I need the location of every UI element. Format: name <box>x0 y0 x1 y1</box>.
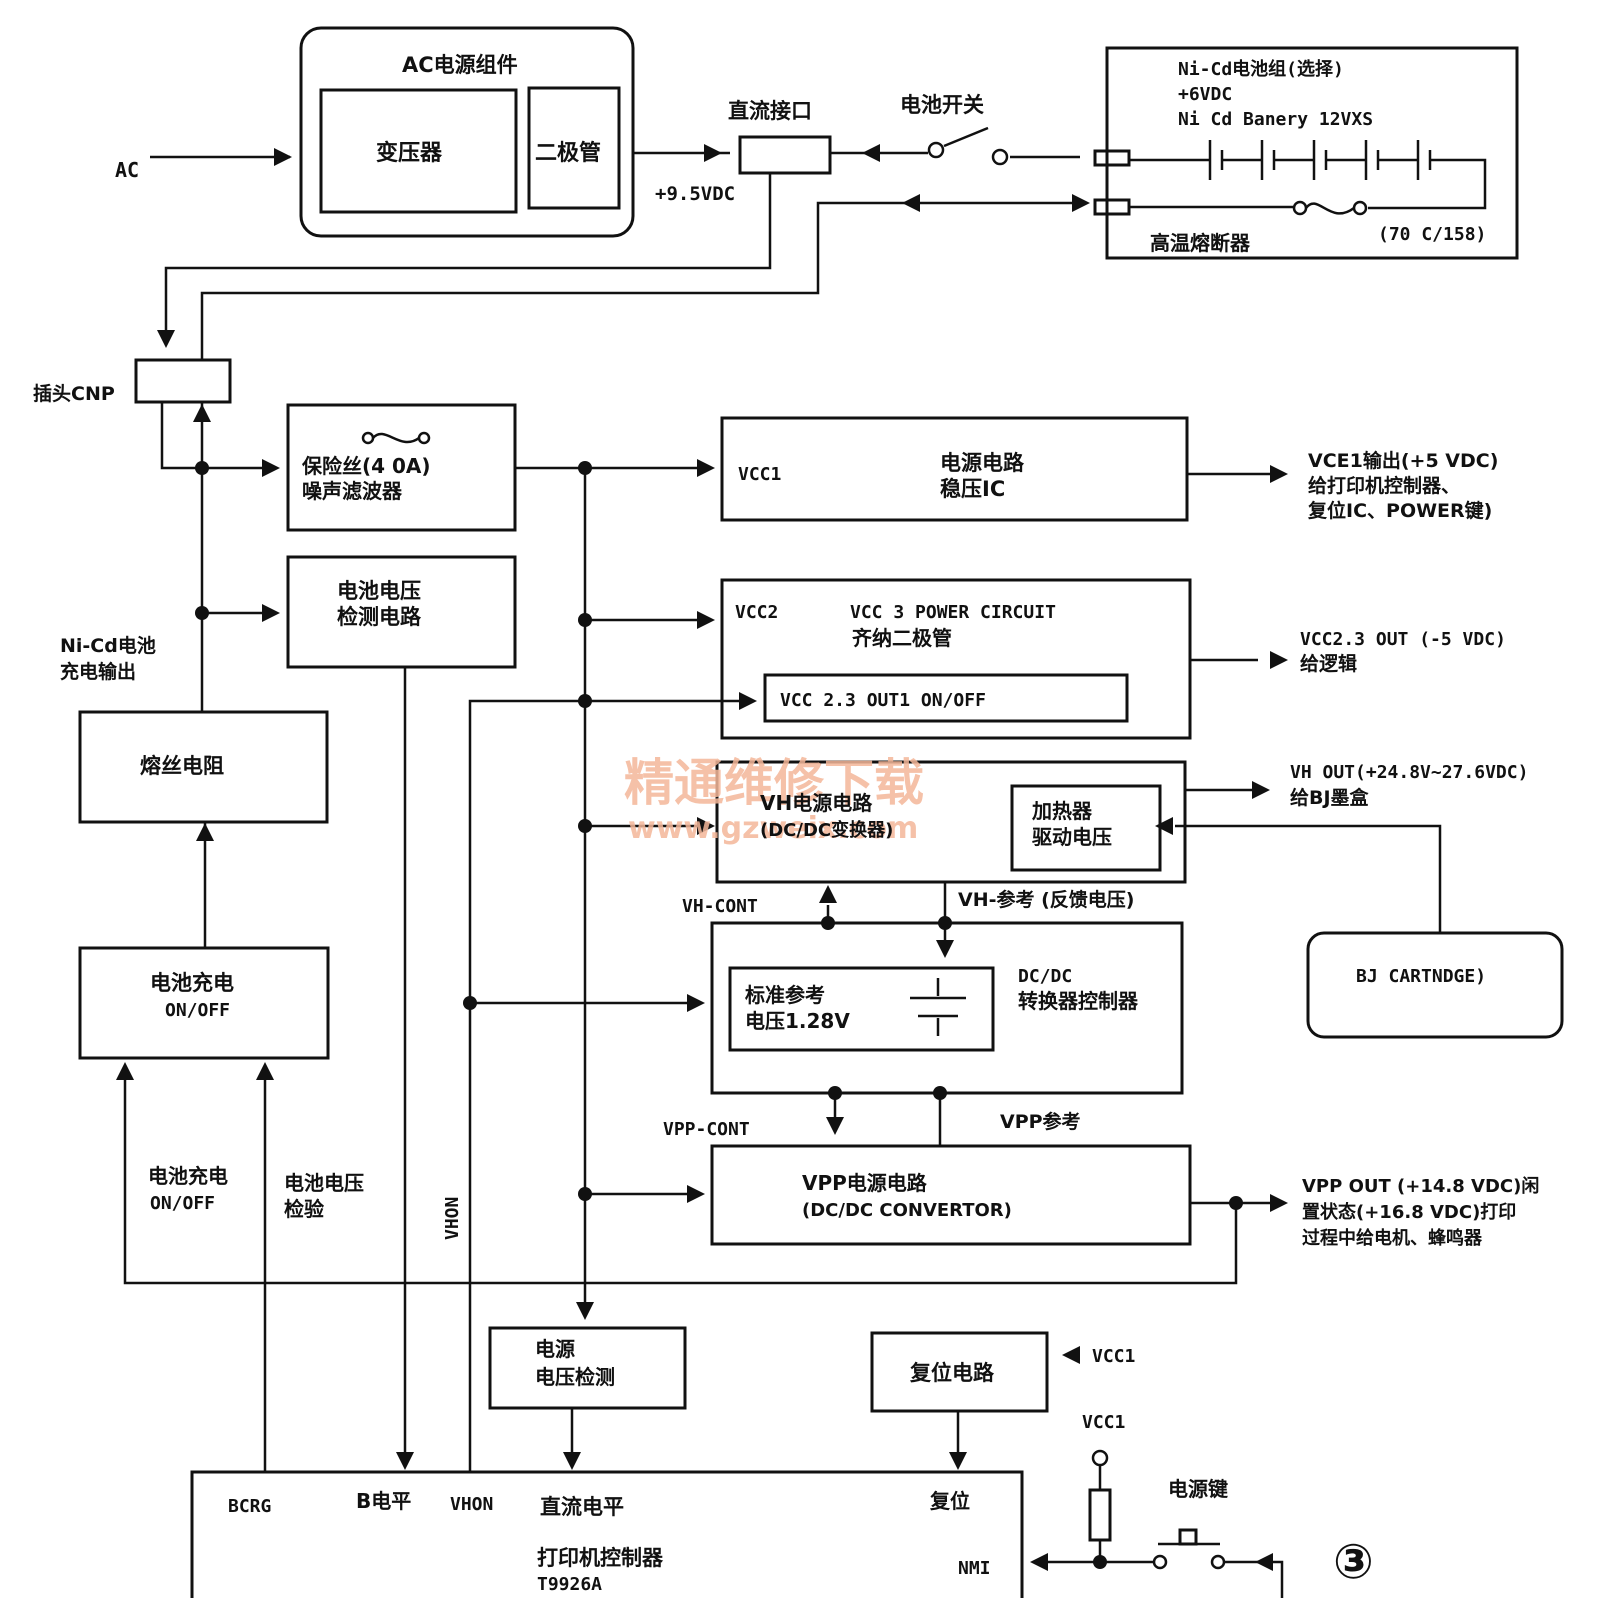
fuse-resistor-box <box>78 710 329 824</box>
vcc1-tag: VCC1 <box>738 464 781 485</box>
pin-vhon: VHON <box>450 1494 493 1515</box>
watermark-url: www.gzweix.com <box>628 811 918 846</box>
fuse-temp-label: (70 C/158) <box>1378 224 1486 245</box>
charge-signal-line2: ON/OFF <box>150 1193 215 1214</box>
dcdc-ctrl-line2: 转换器控制器 <box>1018 989 1139 1013</box>
vh-ref-label: VH-参考 (反馈电压) <box>958 888 1134 911</box>
power-detect-line2: 电压检测 <box>535 1365 615 1389</box>
charge-box-line1: 电池充电 <box>150 971 234 995</box>
ac-input-label: AC <box>115 158 139 182</box>
vh-psu-box <box>715 760 1187 884</box>
dc-jack-label: 直流接口 <box>728 99 812 123</box>
vcc1-reset-label: VCC1 <box>1092 1346 1135 1367</box>
v95-label: +9.5VDC <box>655 183 735 205</box>
heater-line2: 驱动电压 <box>1032 825 1112 849</box>
pin-bcrg: BCRG <box>228 1496 271 1517</box>
wiring <box>123 126 1487 1598</box>
fuse-resistor-label: 熔丝电阻 <box>140 754 224 778</box>
vcc3-line1: VCC 3 POWER CIRCUIT <box>850 602 1056 623</box>
nicd-battery-box <box>1105 46 1519 260</box>
vpp-ref-label: VPP参考 <box>1000 1110 1081 1133</box>
vhon-wire-label: VHON <box>442 1197 463 1240</box>
battery-detect-line1: 电池电压 <box>337 579 421 603</box>
vh-psu-line2: (DC/DC变换器) <box>760 819 893 841</box>
ac-power-unit-box <box>299 26 635 238</box>
vh-cont-label: VH-CONT <box>682 896 758 917</box>
thermal-fuse-label: 高温熔断器 <box>1150 231 1251 255</box>
nicd-charge-line2: 充电输出 <box>60 660 136 683</box>
power-key-label: 电源键 <box>1168 1477 1228 1501</box>
vcc23-onoff-label: VCC 2.3 OUT1 ON/OFF <box>780 690 986 711</box>
vce1-out-line2: 给打印机控制器、 <box>1308 474 1460 497</box>
heater-line1: 加热器 <box>1031 799 1093 823</box>
vh-psu-line1: VH电源电路 <box>760 791 873 815</box>
dcdc-ctrl-line1: DC/DC <box>1018 966 1072 987</box>
vpp-out-line2: 置状态(+16.8 VDC)打印 <box>1302 1201 1516 1223</box>
power-detect-box <box>488 1326 687 1410</box>
vcc23-out-line1: VCC2.3 OUT (-5 VDC) <box>1300 629 1506 650</box>
psu-regulator-box <box>720 416 1189 522</box>
nicd-charge-line1: Ni-Cd电池 <box>60 634 156 657</box>
bj-cartridge-box <box>1306 931 1564 1039</box>
vh-out-line1: VH OUT(+24.8V~27.6VDC) <box>1290 762 1528 783</box>
power-detect-line1: 电源 <box>535 1337 575 1361</box>
vpp-psu-line1: VPP电源电路 <box>802 1171 928 1195</box>
psu-label-2: 稳压IC <box>940 477 1005 501</box>
nicd-pack-line1: Ni-Cd电池组(选择) <box>1178 58 1344 80</box>
voltage-check-line1: 电池电压 <box>284 1171 364 1195</box>
pin-dc-level: 直流电平 <box>540 1495 624 1519</box>
arrowheads <box>116 144 1288 1571</box>
ac-unit-title: AC电源组件 <box>402 53 518 77</box>
charge-signal-line1: 电池充电 <box>148 1164 228 1188</box>
charge-box-line2: ON/OFF <box>165 1000 230 1021</box>
vpp-psu-box <box>710 1144 1192 1246</box>
std-ref-line2: 电压1.28V <box>745 1009 850 1033</box>
vcc3-line2: 齐纳二极管 <box>852 626 952 650</box>
vcc23-onoff-box <box>763 673 1129 723</box>
diode-box <box>527 86 621 210</box>
transformer-box <box>319 88 518 214</box>
junction-dots <box>195 141 1243 1569</box>
battery-detect-line2: 检测电路 <box>337 605 422 629</box>
transformer-label: 变压器 <box>376 140 443 166</box>
vh-out-line2: 给BJ墨盒 <box>1290 786 1370 809</box>
vpp-psu-line2: (DC/DC CONVERTOR) <box>802 1200 1012 1221</box>
pin-nmi: NMI <box>958 1558 991 1579</box>
reset-circuit-box <box>870 1331 1049 1413</box>
controller-line1: 打印机控制器 <box>537 1546 664 1570</box>
nicd-pack-line2: +6VDC <box>1178 84 1232 105</box>
dc-jack-box <box>738 135 832 175</box>
pin-b-level: B电平 <box>356 1489 411 1513</box>
fuse-label-1: 保险丝(4 0A) <box>301 454 431 478</box>
pin-reset: 复位 <box>929 1489 970 1513</box>
printer-controller-box <box>190 1470 1024 1598</box>
vce1-out-line3: 复位IC、POWER键) <box>1307 499 1492 522</box>
battery-switch-label: 电池开关 <box>900 93 984 117</box>
vpp-out-line1: VPP OUT (+14.8 VDC)闲 <box>1302 1175 1539 1197</box>
fuse-label-2: 噪声滤波器 <box>302 479 403 503</box>
battery-detect-box <box>286 555 517 669</box>
reset-circuit-label: 复位电路 <box>909 1361 995 1385</box>
watermark-title: 精通维修下载 <box>624 754 924 812</box>
plug-cnp-box <box>134 358 232 404</box>
vcc1-key-label: VCC1 <box>1082 1412 1125 1433</box>
plug-cnp-label: 插头CNP <box>33 383 115 405</box>
psu-label-1: 电源电路 <box>940 451 1025 475</box>
std-ref-line1: 标准参考 <box>745 983 825 1007</box>
vce1-out-line1: VCE1输出(+5 VDC) <box>1308 449 1498 472</box>
voltage-check-line2: 检验 <box>284 1197 324 1221</box>
vpp-out-line3: 过程中给电机、蜂鸣器 <box>1302 1227 1483 1249</box>
nicd-pack-line3: Ni Cd Banery 12VXS <box>1178 109 1373 130</box>
vcc2-tag: VCC2 <box>735 602 778 623</box>
page-marker: ③ <box>1333 1534 1374 1590</box>
bj-cartridge-label: BJ CARTNDGE) <box>1356 966 1486 987</box>
diode-label: 二极管 <box>535 140 601 166</box>
vcc23-out-line2: 给逻辑 <box>1300 652 1357 675</box>
reference-voltage-box <box>728 966 995 1052</box>
vpp-cont-label: VPP-CONT <box>663 1119 750 1140</box>
controller-line2: T9926A <box>537 1574 602 1595</box>
